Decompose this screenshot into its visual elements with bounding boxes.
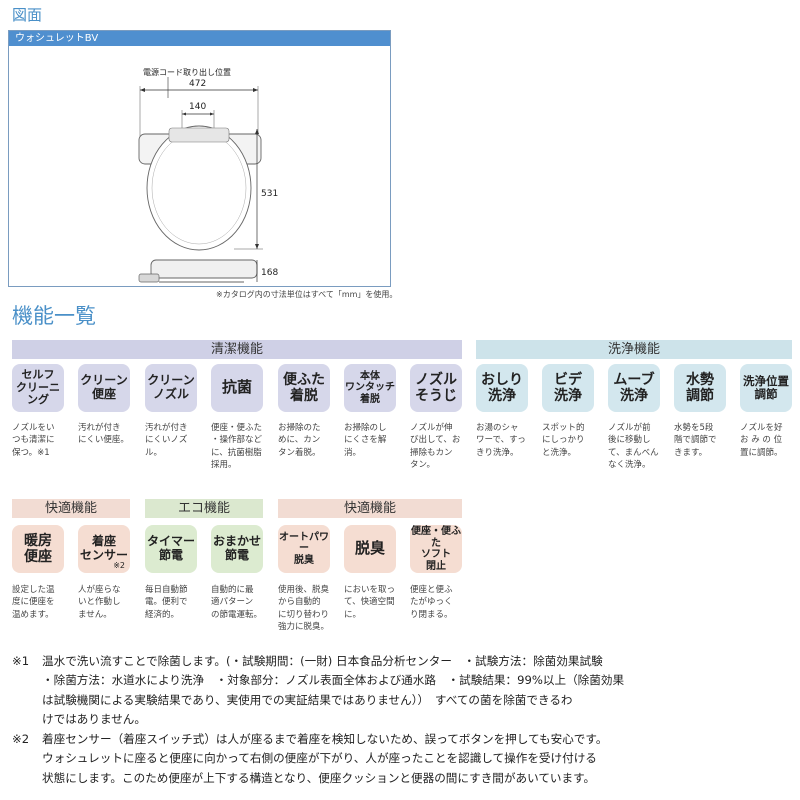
drawing-section-title: 図面: [12, 6, 43, 24]
desc-onetouch-detach: お掃除のし にくさを解 消。: [344, 423, 387, 458]
desc-heated-seat: 設定した温 度に便座を 温めます。: [12, 585, 55, 620]
clean-band: 清潔機能: [12, 340, 462, 359]
desc-clean-seat: 汚れが付き にくい便座。: [78, 423, 129, 446]
tile-antibacterial: 抗菌: [211, 364, 263, 412]
desc-deodorize: においを取っ て、快適空間 に。: [344, 585, 396, 620]
comfort-band-2: 快適機能: [278, 499, 462, 518]
dim-width: 472: [189, 79, 206, 89]
tile-position-adjust: 洗浄位置 調節: [740, 364, 792, 412]
dim-inner: 140: [189, 102, 206, 112]
comfort-band-1: 快適機能: [12, 499, 130, 518]
desc-seat-sensor: 人が座らな いと作動し ません。: [78, 585, 121, 620]
tile-self-cleaning: セルフ クリーニング: [12, 364, 64, 412]
desc-clean-nozzle: 汚れが付き にくいノズ ル。: [145, 423, 188, 458]
desc-rear-wash: お湯のシャ ワーで、すっ きり洗浄。: [476, 423, 526, 458]
footnote-1-mark: ※1: [12, 654, 30, 668]
desc-position-adjust: ノズルを好 お み の 位 置に調節。: [740, 423, 783, 458]
tile-water-pressure: 水勢 調節: [674, 364, 726, 412]
desc-bidet-wash: スポット的 にしっかり と洗浄。: [542, 423, 585, 458]
eco-band: エコ機能: [145, 499, 263, 518]
tile-auto-power-deodorize: オートパワー 脱臭: [278, 525, 330, 573]
desc-self-cleaning: ノズルをい つも清潔に 保つ。※1: [12, 423, 55, 458]
features-section-title: 機能一覧: [12, 304, 96, 328]
desc-antibacterial: 便座・便ふた ・操作部など に、抗菌樹脂 採用。: [211, 423, 263, 470]
desc-timer-saving: 毎日自動節 電。便利で 経済的。: [145, 585, 188, 620]
tile-lid-detach: 便ふた 着脱: [278, 364, 330, 412]
tile-deodorize: 脱臭: [344, 525, 396, 573]
toilet-seat-drawing: 電源コード取り出し位置 472 140 531 168: [138, 67, 278, 283]
desc-lid-detach: お掃除のた めに、カン タン着脱。: [278, 423, 321, 458]
footnote-2-text: 着座センサー（着座スイッチ式）は人が座るまで着座を検知しないため、誤ってボタンを…: [42, 731, 608, 785]
tile-onetouch-detach: 本体 ワンタッチ 着脱: [344, 364, 396, 412]
desc-auto-power-deodorize: 使用後、脱臭 から自動的 に切り替わり 強力に脱臭。: [278, 585, 330, 632]
seat-sensor-note-mark: ※2: [113, 560, 125, 570]
tile-rear-wash: おしり 洗浄: [476, 364, 528, 412]
tile-nozzle-cleaning: ノズル そうじ: [410, 364, 462, 412]
footnote-1-text: 温水で洗い流すことで除菌します。(・試験期間：(一財) 日本食品分析センター ・…: [42, 654, 625, 727]
dim-height: 168: [261, 268, 278, 278]
tile-move-wash: ムーブ 洗浄: [608, 364, 660, 412]
tile-clean-seat: クリーン 便座: [78, 364, 130, 412]
desc-move-wash: ノズルが前 後に移動し て、まんべん なく洗浄。: [608, 423, 659, 470]
tile-soft-close: 便座・便ふた ソフト 閉止: [410, 525, 462, 573]
cord-position-label: 電源コード取り出し位置: [143, 67, 231, 77]
tile-timer-saving: タイマー 節電: [145, 525, 197, 573]
footnotes: ※1 温水で洗い流すことで除菌します。(・試験期間：(一財) 日本食品分析センタ…: [12, 652, 792, 788]
dim-depth: 531: [261, 189, 278, 199]
tile-seat-sensor: 着座 センサー※2: [78, 525, 130, 573]
desc-auto-saving: 自動的に最 適パターン の節電運転。: [211, 585, 263, 620]
desc-nozzle-cleaning: ノズルが伸 び出して、お 掃除もカン タン。: [410, 423, 461, 470]
footnote-1: ※1 温水で洗い流すことで除菌します。(・試験期間：(一財) 日本食品分析センタ…: [12, 652, 792, 730]
tile-heated-seat: 暖房 便座: [12, 525, 64, 573]
tile-clean-nozzle: クリーン ノズル: [145, 364, 197, 412]
tile-auto-saving: おまかせ 節電: [211, 525, 263, 573]
wash-band: 洗浄機能: [476, 340, 792, 359]
footnote-2: ※2 着座センサー（着座スイッチ式）は人が座るまで着座を検知しないため、誤ってボ…: [12, 730, 792, 788]
drawing-box: ウォシュレットBV 電源コード取り出し位置 472 140 531: [8, 30, 391, 287]
footnote-2-mark: ※2: [12, 731, 30, 746]
desc-water-pressure: 水勢を5段 階で調節で きます。: [674, 423, 717, 458]
tile-bidet-wash: ビデ 洗浄: [542, 364, 594, 412]
unit-note: ※カタログ内の寸法単位はすべて「mm」を使用。: [216, 290, 398, 299]
model-name: ウォシュレットBV: [9, 31, 390, 46]
desc-soft-close: 便座と便ふ たがゆっく り閉まる。: [410, 585, 453, 620]
